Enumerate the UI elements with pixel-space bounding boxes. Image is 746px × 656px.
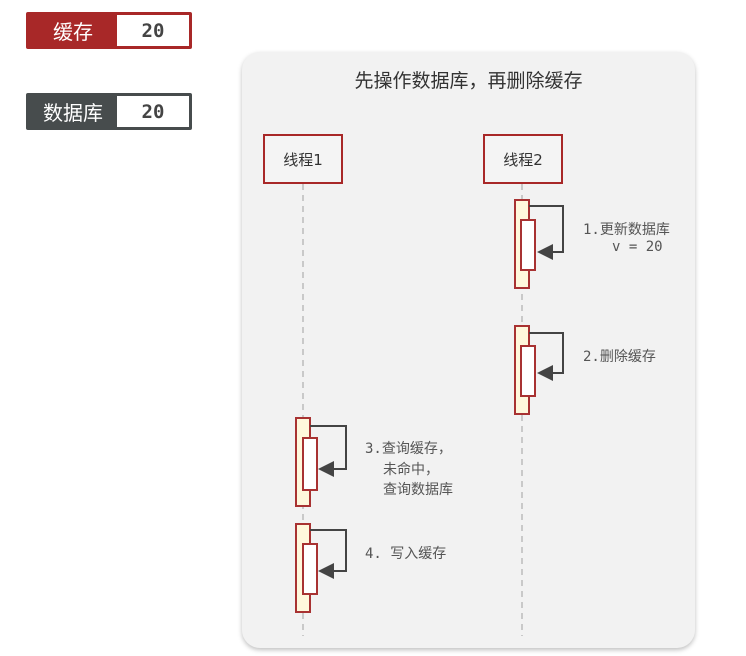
activation-step-1 bbox=[514, 199, 564, 289]
step-1-label: 1.更新数据库 bbox=[583, 222, 670, 238]
activation-step-3 bbox=[295, 417, 347, 507]
diagram-title: 先操作数据库，再删除缓存 bbox=[354, 70, 583, 92]
database-value-box: 数据库 20 bbox=[26, 93, 192, 130]
database-label: 数据库 bbox=[43, 101, 103, 125]
step-3-label-line2: 未命中， bbox=[383, 462, 439, 478]
thread-2-box: 线程2 bbox=[483, 134, 563, 184]
step-3-label-line1: 3.查询缓存， bbox=[365, 441, 452, 457]
thread-1-box: 线程1 bbox=[263, 134, 343, 184]
step-3-label-line3: 查询数据库 bbox=[383, 482, 453, 498]
step-2-label: 2.删除缓存 bbox=[583, 349, 656, 365]
cache-value-box: 缓存 20 bbox=[26, 12, 192, 49]
cache-label: 缓存 bbox=[53, 20, 93, 44]
cache-value: 20 bbox=[117, 15, 189, 46]
activation-step-2 bbox=[514, 325, 564, 415]
database-value: 20 bbox=[117, 96, 189, 127]
activation-step-4 bbox=[295, 523, 347, 613]
step-1-value: v = 20 bbox=[612, 239, 663, 255]
step-4-label: 4. 写入缓存 bbox=[365, 546, 447, 562]
